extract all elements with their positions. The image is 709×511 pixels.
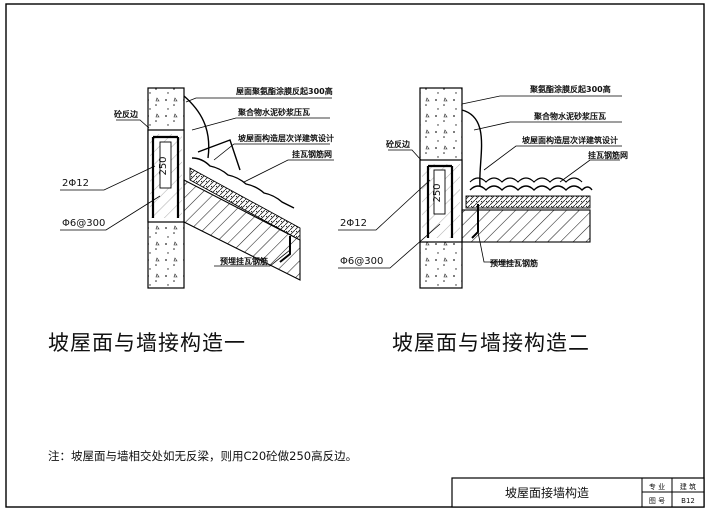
label-embedded-2: 预埋挂瓦钢筋 <box>490 258 538 268</box>
dimension-250-2: 250 <box>432 183 443 202</box>
dimension-250-1: 250 <box>158 156 169 175</box>
curb-rebar-2 <box>426 164 454 238</box>
label-mesh-1: 挂瓦钢筋网 <box>292 149 332 159</box>
general-note: 注：坡屋面与墙相交处如无反梁，则用C20砼做250高反边。 <box>48 449 357 463</box>
title-block-drawing-no-label: 图 号 <box>649 497 665 505</box>
detail-1-drawing: 250 屋面聚氨酯涂膜反起300高 聚合物水泥砂浆压瓦 坡屋面构造层次详建筑设计… <box>60 86 334 289</box>
label-embedded-1: 预埋挂瓦钢筋 <box>220 256 268 266</box>
coating-line-2 <box>461 109 483 187</box>
title-block-title: 坡屋面接墙构造 <box>505 485 589 500</box>
insulation-layer-1 <box>189 167 301 241</box>
sheet-border <box>5 3 705 508</box>
label-curb-2: 砼反边 <box>386 139 411 149</box>
label-coating-2: 聚氨酯涂膜反起300高 <box>529 84 611 94</box>
insulation-layer-2 <box>465 195 591 209</box>
label-layers-2: 坡屋面构造层次详建筑设计 <box>522 135 618 145</box>
roof-tiles-2 <box>469 185 593 191</box>
label-curb-1: 砼反边 <box>114 109 139 119</box>
title-block-drawing-no-value: B12 <box>681 497 695 505</box>
label-bars-2: 2Φ12 <box>340 218 367 229</box>
detail-2-drawing: 250 聚氨酯涂膜反起300高 聚合物水泥砂浆压瓦 坡屋面构造层次详建筑设计 挂… <box>338 84 628 289</box>
title-block-major-label: 专 业 <box>649 482 665 491</box>
label-mesh-2: 挂瓦钢筋网 <box>588 150 628 160</box>
detail-2-title: 坡屋面与墙接构造二 <box>392 331 590 355</box>
label-coating-1: 屋面聚氨酯涂膜反起300高 <box>236 86 333 96</box>
label-layers-1: 坡屋面构造层次详建筑设计 <box>238 133 334 143</box>
coating-line-1 <box>183 95 210 159</box>
label-mortar-2: 聚合物水泥砂浆压瓦 <box>533 111 606 121</box>
title-block: 坡屋面接墙构造 专 业 建 筑 图 号 B12 <box>451 477 705 508</box>
curb-rebar-1 <box>151 135 180 218</box>
label-mortar-1: 聚合物水泥砂浆压瓦 <box>237 107 310 117</box>
roof-tiles-1 <box>191 157 295 209</box>
label-stirrup-2: Φ6@300 <box>340 256 383 267</box>
detail-1-title: 坡屋面与墙接构造一 <box>48 331 246 355</box>
label-bars-1: 2Φ12 <box>62 178 89 189</box>
title-block-major-value: 建 筑 <box>680 482 696 491</box>
slab-2 <box>461 209 591 243</box>
sloped-slab-1 <box>183 179 301 281</box>
label-stirrup-1: Φ6@300 <box>62 218 105 229</box>
